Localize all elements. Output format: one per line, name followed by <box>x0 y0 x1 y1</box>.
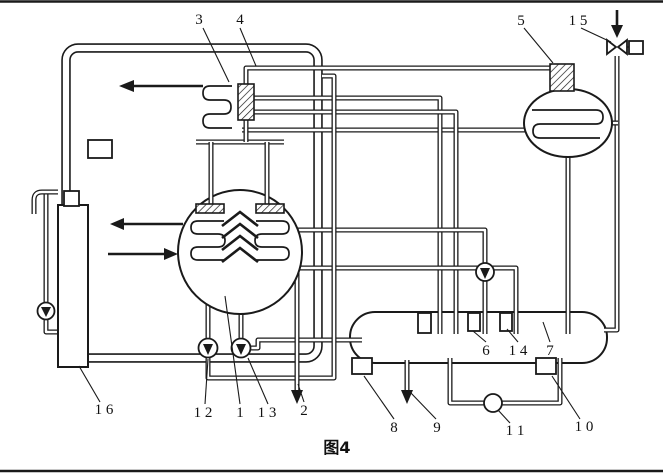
condenser-connector <box>549 63 575 92</box>
chevron-pack-icon <box>221 234 259 252</box>
leader-1 <box>224 295 241 405</box>
drain-arrow-icon <box>291 390 303 404</box>
arrow-head-icon <box>164 248 178 260</box>
chevron-pack-icon <box>221 246 259 264</box>
figure-caption: 图4 <box>323 438 350 457</box>
label-2: 2 <box>300 403 308 419</box>
tank-fittings <box>351 312 557 375</box>
right-riser-line <box>604 56 620 333</box>
pumps <box>36 262 503 413</box>
leader-7 <box>542 321 551 343</box>
valve-icon <box>606 38 618 56</box>
generator-unit <box>202 83 255 129</box>
arrow-head-icon <box>119 80 134 92</box>
inlet-arrow-icon <box>611 25 623 38</box>
leader-11 <box>497 409 511 424</box>
leader-lines <box>78 27 612 424</box>
spray-header-right <box>255 203 285 214</box>
pump-impeller-icon <box>203 344 213 355</box>
leader-10 <box>551 375 581 420</box>
label-10: 1 0 <box>575 419 594 435</box>
leader-9 <box>409 391 437 420</box>
enclosure-pipe-loop <box>61 43 323 363</box>
chevron-pack-icon <box>221 210 259 228</box>
tank-sump-right <box>535 357 557 375</box>
label-15: 1 5 <box>569 13 588 29</box>
pump-icon <box>483 393 503 413</box>
label-16: 1 6 <box>95 402 114 418</box>
absorber-coil-right <box>254 220 290 261</box>
label-14: 1 4 <box>509 343 528 359</box>
leader-6 <box>472 330 487 343</box>
leader-3 <box>202 27 230 83</box>
vapor-line <box>243 65 556 88</box>
leader-13 <box>247 357 269 405</box>
leader-5 <box>523 27 554 64</box>
pump-impeller-icon <box>41 307 51 317</box>
label-3: 3 <box>195 12 203 28</box>
pump-impeller-icon <box>236 344 246 355</box>
label-9: 9 <box>433 420 441 436</box>
leader-2 <box>297 383 305 403</box>
label-7: 7 <box>546 343 554 359</box>
absorber-feed-pipes <box>208 142 270 210</box>
absorber-internals <box>190 203 290 264</box>
tank-sump-left <box>351 357 373 375</box>
label-4: 4 <box>236 12 244 28</box>
label-6: 6 <box>482 343 490 359</box>
label-11: 1 1 <box>506 423 525 439</box>
tank-baffle <box>499 312 513 332</box>
reference-labels: 3 4 5 1 5 1 6 1 2 1 1 3 2 8 9 1 1 1 0 6 … <box>93 10 596 441</box>
absorber-coil-left <box>190 220 226 261</box>
label-1: 1 <box>236 405 244 421</box>
leader-8 <box>363 375 395 420</box>
label-12: 1 2 <box>194 405 213 421</box>
storage-column-unit <box>57 139 113 368</box>
label-13: 1 3 <box>258 405 277 421</box>
tank-baffle <box>417 312 432 334</box>
spray-header-left <box>195 203 225 214</box>
wall-box <box>87 139 113 159</box>
storage-column <box>57 204 89 368</box>
condenser-unit <box>523 63 613 158</box>
generator-block <box>237 83 255 121</box>
valve-cap-box <box>628 40 644 55</box>
column-cap <box>63 190 80 207</box>
tank-baffle <box>467 312 481 332</box>
leader-15 <box>580 27 612 43</box>
drain-arrow-icon <box>401 390 413 404</box>
label-8: 8 <box>390 420 398 436</box>
leader-14 <box>506 328 519 343</box>
valve-unit <box>606 38 644 56</box>
generator-coil <box>202 85 232 129</box>
leader-4 <box>239 27 257 67</box>
flow-arrows <box>108 10 623 404</box>
arrow-head-icon <box>110 218 124 230</box>
piping-network <box>31 56 620 406</box>
leader-16 <box>78 365 101 403</box>
chevron-pack-icon <box>221 222 259 240</box>
valve-icon <box>616 38 628 56</box>
condenser-coil <box>532 109 604 139</box>
label-5: 5 <box>517 13 525 29</box>
pump-impeller-icon <box>480 268 490 279</box>
leader-12 <box>204 358 209 405</box>
